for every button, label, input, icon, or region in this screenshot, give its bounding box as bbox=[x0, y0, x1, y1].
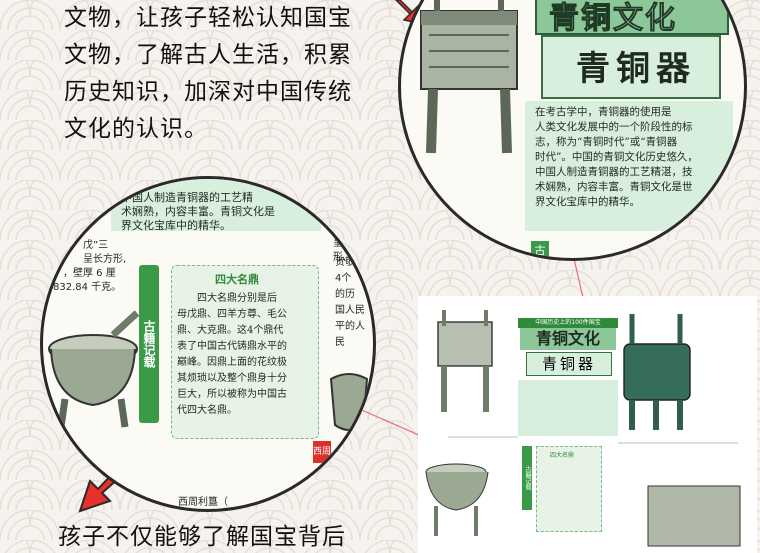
intro-line-2: 文物，了解古人生活，积累 bbox=[64, 42, 352, 68]
tripod-cauldron-illustration bbox=[48, 310, 140, 428]
preview-side-tag: 古籍记载 bbox=[522, 446, 532, 510]
zoom-top-corner-tag: 古 bbox=[531, 241, 549, 258]
four-ding-body: 四大名鼎分别是后 母戊鼎、四羊方尊、毛公 鼎、大克鼎。这4个鼎代 表了中国古代铸… bbox=[177, 293, 287, 416]
zoom-bottom-right-fragments-2: 贺敬 4个 的历 国人民 平的人民 bbox=[335, 257, 365, 348]
intro-text: 文物，让孩子轻松认知国宝 文物，了解古人生活，积累 历史知识，加深对中国传统 文… bbox=[64, 0, 352, 148]
zoom-title-sub: 青铜器 bbox=[576, 49, 696, 89]
zoom-bottom-side-tag: 古籍记载 bbox=[139, 265, 159, 423]
zoom-circle-bottom: 中国人制造青铜器的工艺精 术娴熟，内容丰富。青铜文化是 界文化宝库中的精华。 戊… bbox=[40, 176, 376, 512]
zoom-title-main: 青铜文化 bbox=[549, 1, 677, 37]
zoom-bottom-top-panel: 中国人制造青铜器的工艺精 术娴熟，内容丰富。青铜文化是 界文化宝库中的精华。 bbox=[121, 191, 275, 232]
vessel-illustration-right bbox=[329, 373, 369, 431]
zoom-bottom-red-tag: 西周 bbox=[313, 441, 331, 463]
bottom-text: 孩子不仅能够了解国宝背后 bbox=[58, 524, 346, 550]
intro-line-4: 文化的认识。 bbox=[64, 116, 208, 142]
preview-title-sub: 青铜器 bbox=[526, 352, 612, 376]
intro-line-1: 文物，让孩子轻松认知国宝 bbox=[64, 5, 352, 31]
intro-line-3: 历史知识，加深对中国传统 bbox=[64, 79, 352, 105]
zoom-bottom-caption: 西周利簋（ bbox=[178, 497, 228, 508]
zoom-bottom-left-fragments: 戊”三 呈长方形, ，壁厚 6 厘 832.84 千克。 bbox=[53, 240, 127, 293]
preview-title-main: 青铜文化 bbox=[520, 328, 616, 350]
preview-page: 中国历史上的100件国宝 青铜文化 青铜器 古籍记载 四大名鼎 bbox=[418, 296, 757, 553]
zoom-top-body: 在考古学中，青铜器的使用是 人类文化发展中的一个阶段性的标 志，称为“青铜时代”… bbox=[535, 106, 698, 208]
square-ding-illustration bbox=[420, 0, 518, 154]
four-ding-box bbox=[171, 265, 319, 439]
preview-illustrations bbox=[425, 310, 741, 547]
preview-text-line bbox=[448, 436, 518, 438]
preview-body-panel bbox=[518, 380, 618, 436]
zoom-bottom-right-fragments: “后母戊”三 呈长方形, bbox=[333, 210, 363, 263]
four-ding-title: 四大名鼎 bbox=[215, 273, 259, 286]
preview-text-line bbox=[618, 442, 738, 444]
preview-series-band: 中国历史上的100件国宝 bbox=[518, 318, 618, 328]
preview-box-title: 四大名鼎 bbox=[550, 452, 575, 459]
preview-box bbox=[536, 446, 602, 532]
